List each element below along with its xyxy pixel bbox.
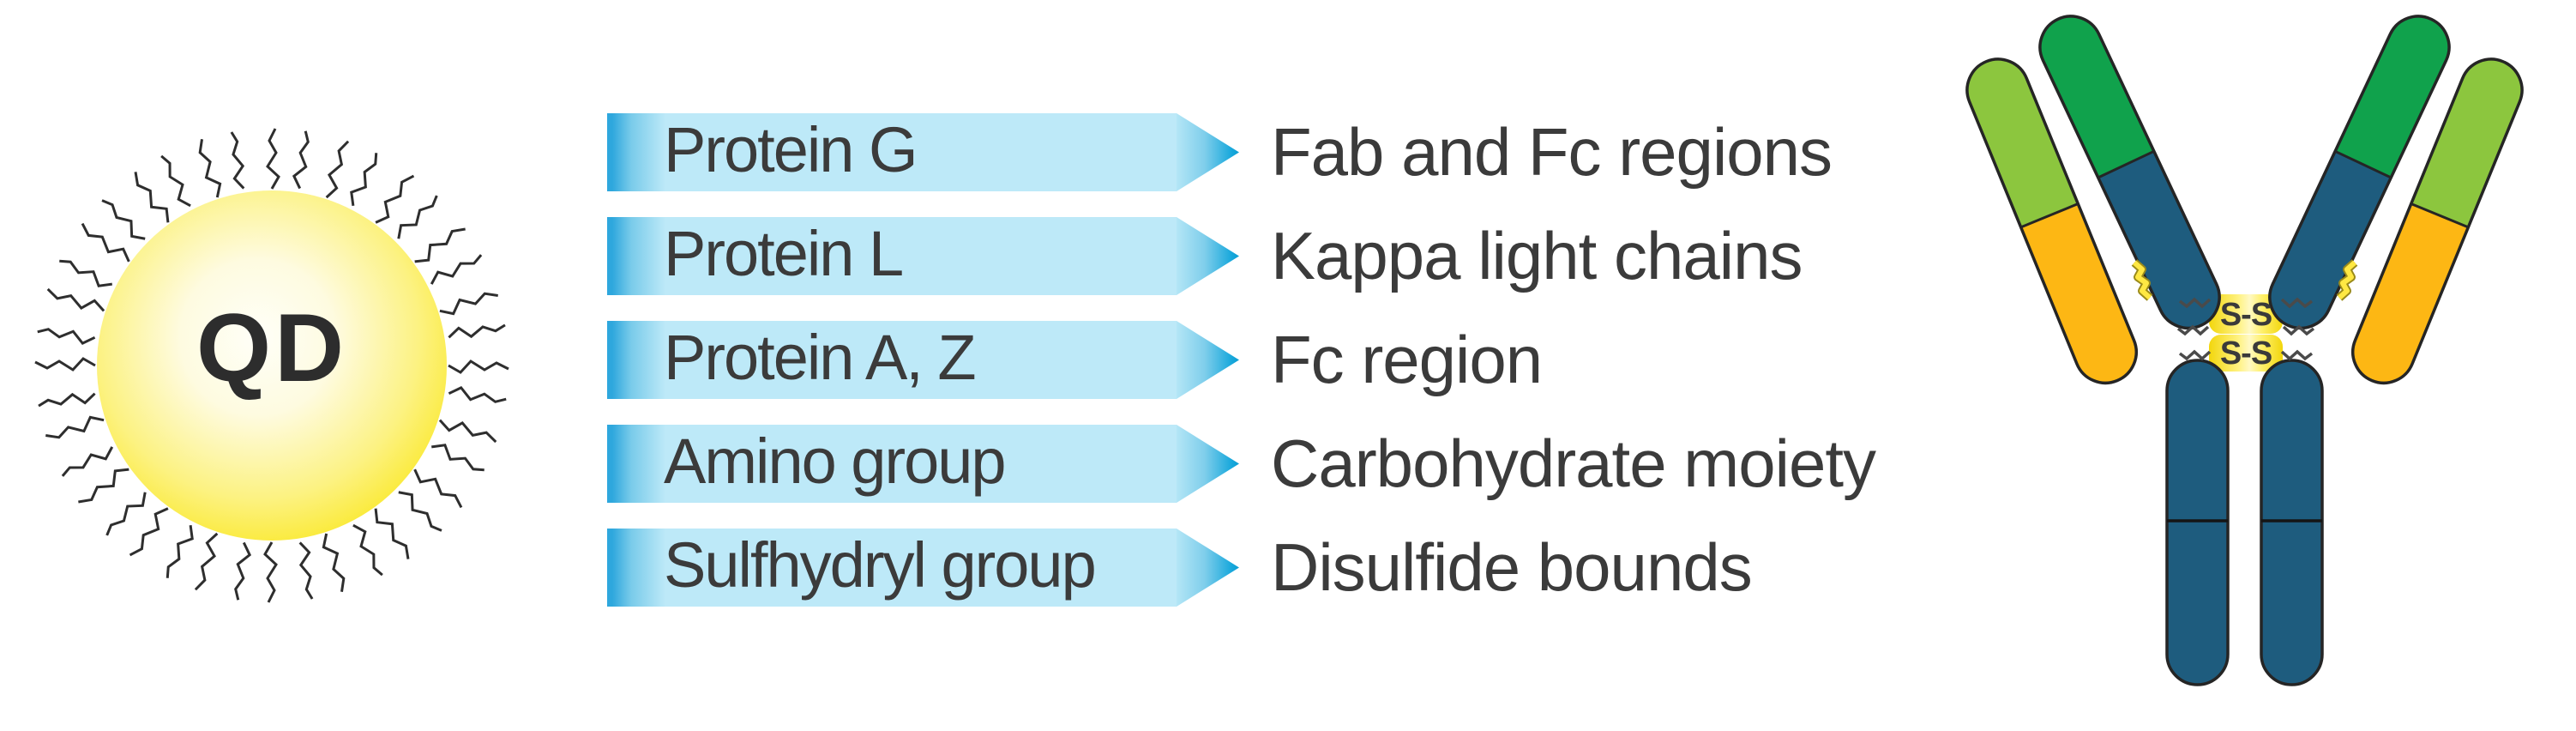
probe-label: Protein G	[664, 114, 918, 185]
arrow-right-icon	[1177, 529, 1239, 607]
disulfide-label-bottom: S-S	[2220, 335, 2272, 372]
quantum-dot-sphere	[97, 190, 447, 541]
heavy-chain-stem-right	[2260, 359, 2324, 686]
target-label: Kappa light chains	[1271, 218, 1803, 293]
probe-label: Amino group	[664, 426, 1007, 497]
hinge-disulfide-band	[2209, 294, 2283, 372]
target-label: Fab and Fc regions	[1271, 114, 1833, 190]
arrow-right-icon	[1177, 113, 1239, 191]
probe-arrow: Sulfhydryl group	[607, 529, 1177, 607]
antibody-diagram: S-S S-S	[1956, 4, 2533, 686]
arrow-right-icon	[1177, 217, 1239, 295]
probe-label: Protein L	[664, 218, 904, 289]
probe-arrow: Protein G	[607, 113, 1177, 191]
target-label: Disulfide bounds	[1271, 529, 1753, 605]
probe-label: Protein A, Z	[664, 322, 977, 393]
heavy-chain-stem-left	[2165, 359, 2230, 686]
arrow-right-icon	[1177, 321, 1239, 399]
target-label: Fc region	[1271, 322, 1543, 397]
mapping-row: Amino group	[607, 425, 1239, 503]
probe-arrow: Protein L	[607, 217, 1177, 295]
probe-label: Sulfhydryl group	[664, 529, 1097, 601]
probe-arrow: Protein A, Z	[607, 321, 1177, 399]
mapping-row: Protein G	[607, 113, 1239, 191]
target-label: Carbohydrate moiety	[1271, 426, 1876, 501]
mapping-row: Sulfhydryl group	[607, 529, 1239, 607]
probe-arrow: Amino group	[607, 425, 1177, 503]
mapping-row: Protein A, Z	[607, 321, 1239, 399]
arrow-right-icon	[1177, 425, 1239, 503]
mapping-row: Protein L	[607, 217, 1239, 295]
disulfide-label-top: S-S	[2220, 297, 2272, 333]
qd-label: QD	[196, 293, 347, 402]
